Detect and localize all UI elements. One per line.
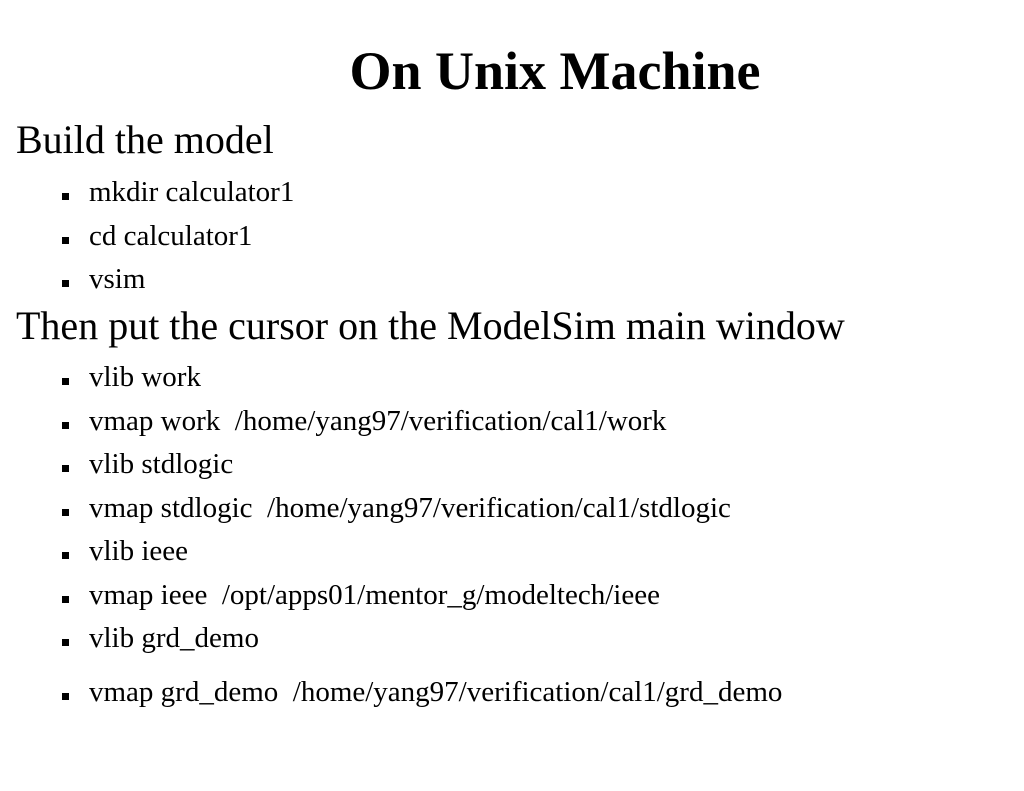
list-item-text: vmap ieee /opt/apps01/mentor_g/modeltech… xyxy=(89,578,660,611)
list-item-text: mkdir calculator1 xyxy=(89,176,295,209)
list-item-text: vlib ieee xyxy=(89,535,189,568)
square-bullet-icon xyxy=(62,595,69,603)
square-bullet-icon xyxy=(62,378,69,386)
list-item: cd calculator1 xyxy=(62,215,294,259)
build-steps-list: mkdir calculator1 cd calculator1 vsim xyxy=(62,171,294,302)
list-item: vlib stdlogic xyxy=(62,443,782,487)
list-item-text: cd calculator1 xyxy=(89,219,253,252)
list-item-text: vlib work xyxy=(89,361,201,394)
modelsim-steps-list: vlib work vmap work /home/yang97/verific… xyxy=(62,356,782,714)
list-item-text: vmap work /home/yang97/verification/cal1… xyxy=(89,404,667,437)
list-item-text: vlib grd_demo xyxy=(89,622,259,655)
list-item: vlib grd_demo xyxy=(62,617,782,661)
list-item: vmap ieee /opt/apps01/mentor_g/modeltech… xyxy=(62,574,782,618)
list-item: vsim xyxy=(62,258,294,302)
square-bullet-icon xyxy=(62,465,69,473)
list-item-text: vmap grd_demo /home/yang97/verification/… xyxy=(89,675,783,708)
slide-title: On Unix Machine xyxy=(349,41,761,101)
list-item: vmap stdlogic /home/yang97/verification/… xyxy=(62,487,782,531)
list-item: vlib ieee xyxy=(62,530,782,574)
list-item: vmap work /home/yang97/verification/cal1… xyxy=(62,400,782,444)
square-bullet-icon xyxy=(62,193,69,201)
list-item: mkdir calculator1 xyxy=(62,171,294,215)
square-bullet-icon xyxy=(62,508,69,516)
square-bullet-icon xyxy=(62,639,69,647)
square-bullet-icon xyxy=(62,421,69,429)
square-bullet-icon xyxy=(62,552,69,560)
list-item-text: vlib stdlogic xyxy=(89,448,234,481)
list-item: vlib work xyxy=(62,356,782,400)
list-item: vmap grd_demo /home/yang97/verification/… xyxy=(62,671,782,715)
section-heading-modelsim: Then put the cursor on the ModelSim main… xyxy=(16,303,845,348)
list-item-text: vsim xyxy=(89,263,146,296)
square-bullet-icon xyxy=(62,236,69,244)
square-bullet-icon xyxy=(62,692,69,700)
list-item-text: vmap stdlogic /home/yang97/verification/… xyxy=(89,491,731,524)
square-bullet-icon xyxy=(62,280,69,288)
section-heading-build: Build the model xyxy=(16,117,274,162)
